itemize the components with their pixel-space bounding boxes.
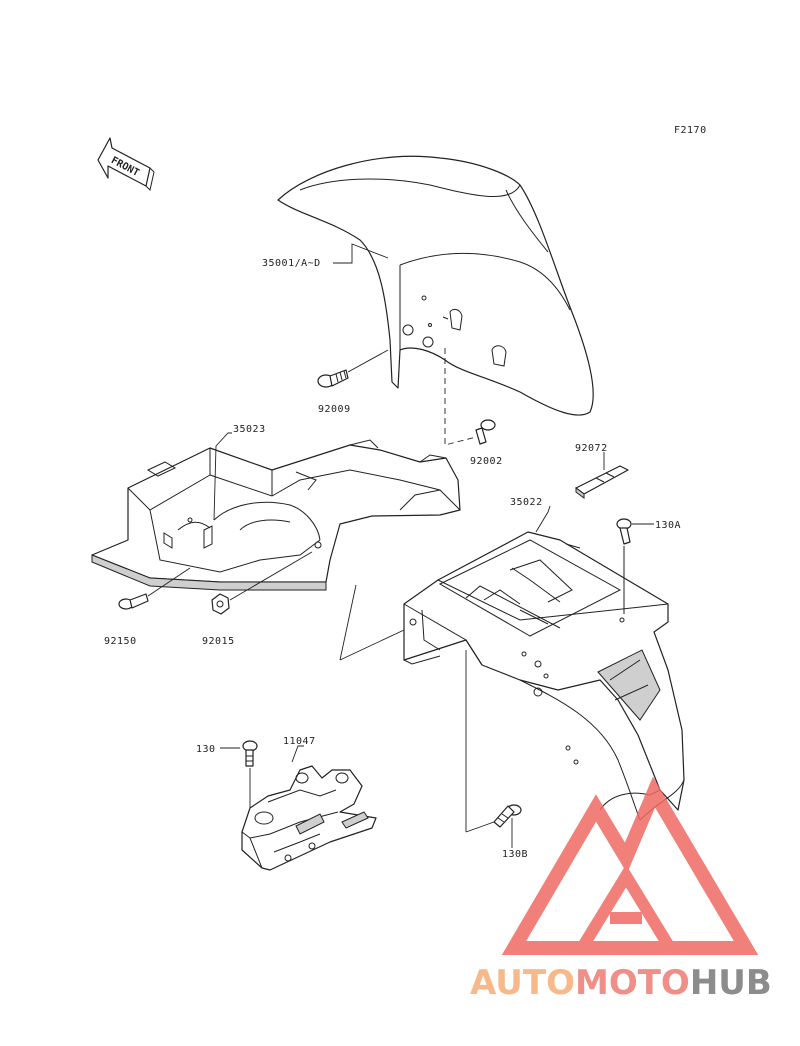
label-92002: 92002 [470,456,503,467]
bolt-130B-icon [493,804,522,828]
bolt-92002-icon [475,419,496,445]
label-35023: 35023 [233,424,266,435]
label-92150: 92150 [104,636,137,647]
bolt-92009-icon [317,369,349,388]
bolt-92150-icon [118,593,149,610]
label-130A: 130A [655,520,681,531]
nut-92015-icon [211,593,230,615]
bolt-130-icon [242,740,258,767]
label-11047: 11047 [283,736,316,747]
watermark-text: AUTOMOTOHUB [470,963,772,1003]
front-fender [277,155,594,416]
label-35022: 35022 [510,497,543,508]
label-130B: 130B [502,849,528,860]
label-92072: 92072 [575,443,608,454]
front-arrow-icon: FRONT [97,137,155,191]
label-92015: 92015 [202,636,235,647]
label-130: 130 [196,744,216,755]
strap-92072-icon [575,465,629,499]
inner-fender [91,439,461,591]
automotohub-logo [501,776,759,955]
rear-fender [403,531,685,821]
bracket-11047 [241,765,377,871]
bolt-130A-icon [616,518,632,545]
label-92009: 92009 [318,404,351,415]
figure-code: F2170 [674,125,707,136]
label-35001: 35001/A~D [262,258,321,269]
